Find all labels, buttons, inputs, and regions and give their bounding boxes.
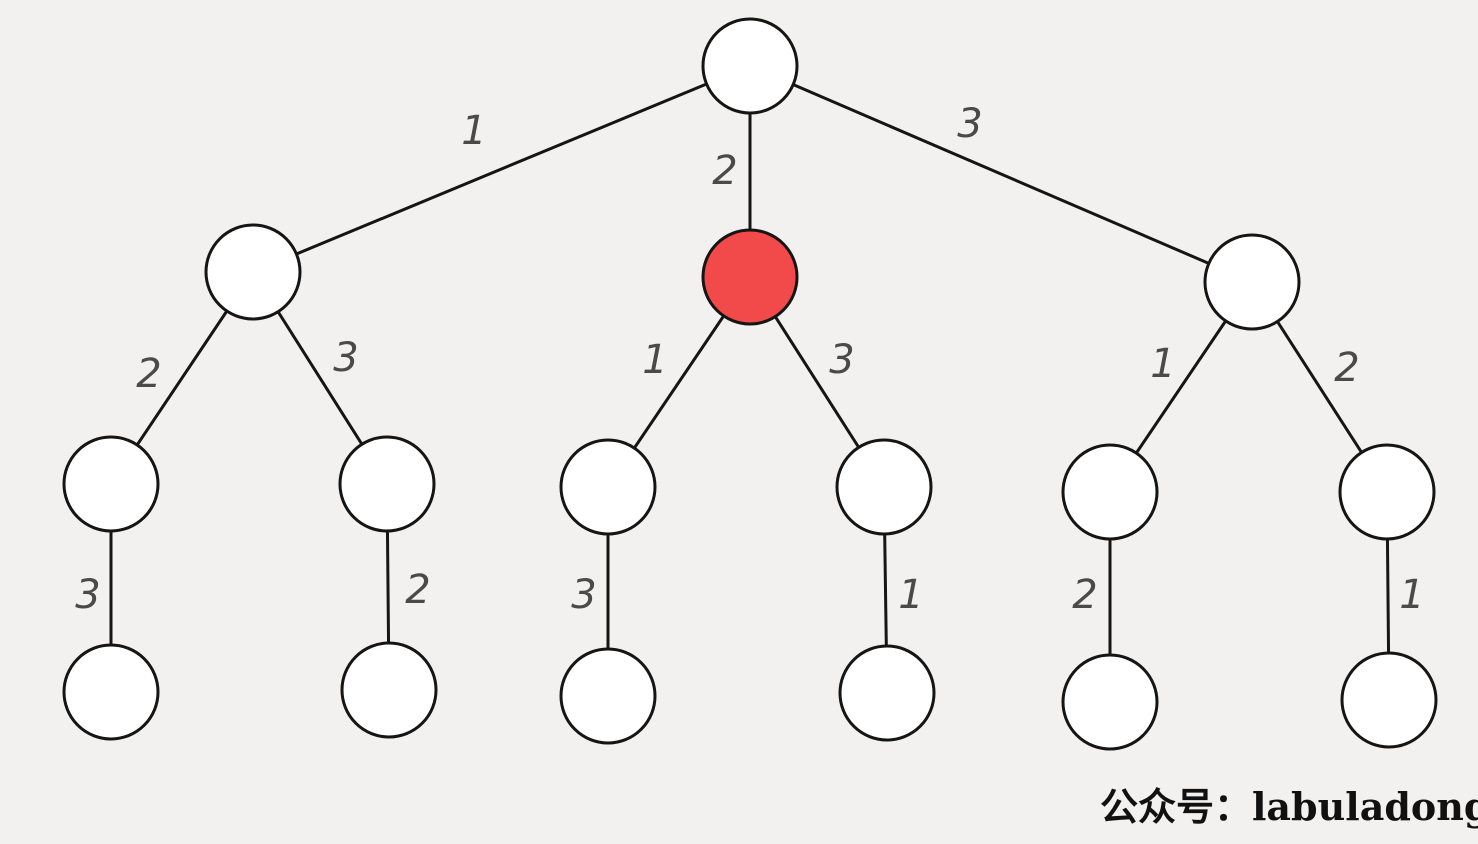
tree-node-a1 <box>62 435 160 533</box>
tree-node-a <box>204 223 302 321</box>
tree-node-c1 <box>1061 443 1159 541</box>
edge-label-a1-leaf: 3 <box>75 572 100 618</box>
edge-root-c <box>748 64 1254 284</box>
tree-node-c2l <box>1340 651 1438 749</box>
tree-node-c1l <box>1061 653 1159 751</box>
edges <box>109 64 1391 704</box>
edge-label-c1-leaf: 2 <box>1072 572 1097 618</box>
highlighted-node-b <box>701 228 799 326</box>
tree-node-b1l <box>559 647 657 745</box>
tree-node-a1l <box>62 643 160 741</box>
tree-node-a2 <box>338 435 436 533</box>
tree-node-b1 <box>559 438 657 536</box>
edge-label-c2-leaf: 1 <box>1399 572 1424 618</box>
edge-label-root-c: 3 <box>957 101 982 147</box>
edge-label-b-b2: 3 <box>829 337 854 383</box>
edge-label-b-b1: 1 <box>642 337 667 383</box>
tree-node-c2 <box>1338 443 1436 541</box>
tree-node-root <box>701 17 799 115</box>
edge-label-b1-leaf: 3 <box>571 572 596 618</box>
edge-label-c-c2: 2 <box>1334 345 1359 391</box>
tree-node-b2l <box>838 644 936 742</box>
tree-node-a2l <box>340 641 438 739</box>
edge-label-a2-leaf: 2 <box>405 567 430 613</box>
tree-node-c <box>1203 233 1301 331</box>
edge-label-root-b: 2 <box>712 148 737 194</box>
nodes <box>62 17 1438 751</box>
edge-label-root-a: 1 <box>461 108 486 154</box>
edge-label-a-a1: 2 <box>136 351 161 397</box>
edge-root-a <box>251 64 752 274</box>
edge-label-a-a2: 3 <box>333 335 358 381</box>
edge-label-c-c1: 1 <box>1150 341 1175 387</box>
watermark: 公众号：labuladong <box>1100 784 1478 829</box>
edge-label-b2-leaf: 1 <box>898 572 923 618</box>
tree-node-b2 <box>835 438 933 536</box>
edge-labels: 1 2 3 2 3 1 3 1 2 3 2 3 1 2 1 <box>75 101 1424 618</box>
